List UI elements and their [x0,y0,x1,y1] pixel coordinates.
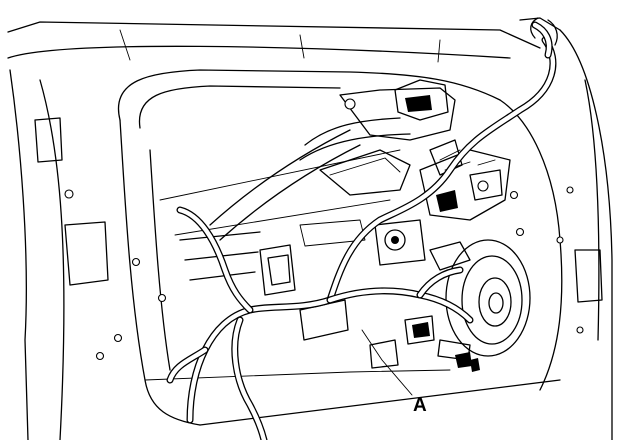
wire-connector-bracket [299,299,435,369]
panel-tabs [34,117,603,303]
harness-upper-loop [530,17,558,59]
regulator-rails [179,129,366,296]
inner-panel-opening [117,69,563,426]
callout-a-leader-line [361,329,413,396]
wiring-harness [166,36,557,440]
door-outer-frame [7,17,613,440]
callout-a-label: A [413,395,427,416]
door-speaker [429,239,531,372]
window-regulator [299,79,456,196]
mounting-holes [64,186,584,361]
